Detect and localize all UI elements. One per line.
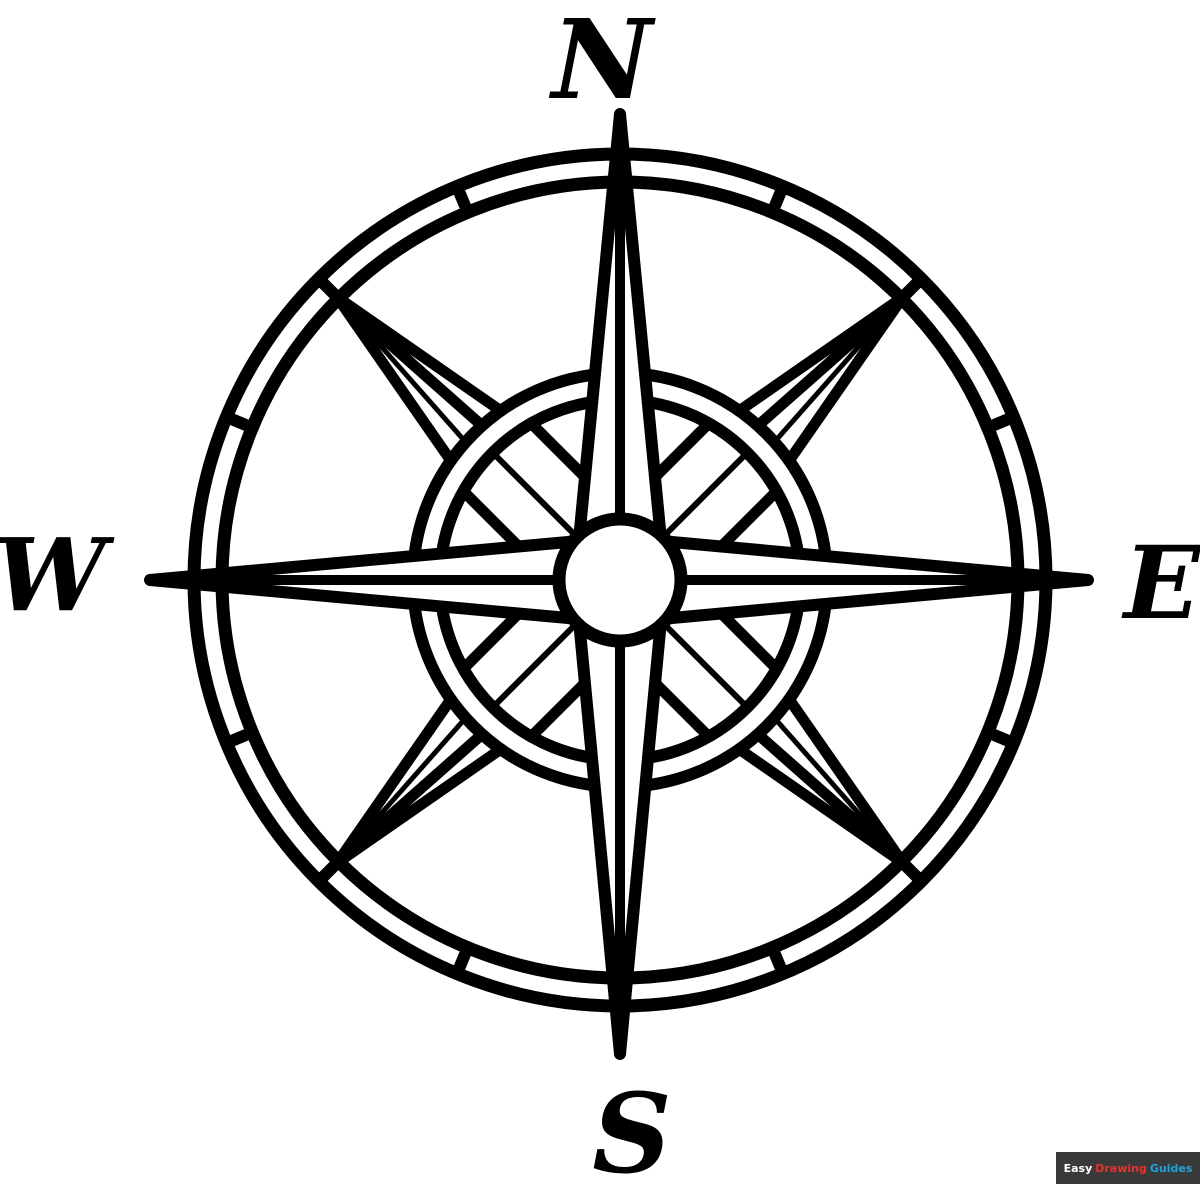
label-east: E [1121,524,1200,642]
watermark-guides: Guides [1149,1161,1193,1175]
watermark-badge: Easy Drawing Guides [1056,1152,1200,1184]
label-north: N [549,0,656,124]
label-south: S [592,1069,671,1184]
center-hub [552,512,688,648]
watermark-easy: Easy [1063,1161,1093,1175]
south-point [572,604,668,1060]
watermark-drawing: Drawing [1095,1161,1147,1175]
label-west: W [0,516,115,634]
west-point [144,534,596,626]
compass-rose [144,108,1094,1060]
inner-diagonal-bands [457,417,783,743]
diagonal-rays [331,291,909,869]
